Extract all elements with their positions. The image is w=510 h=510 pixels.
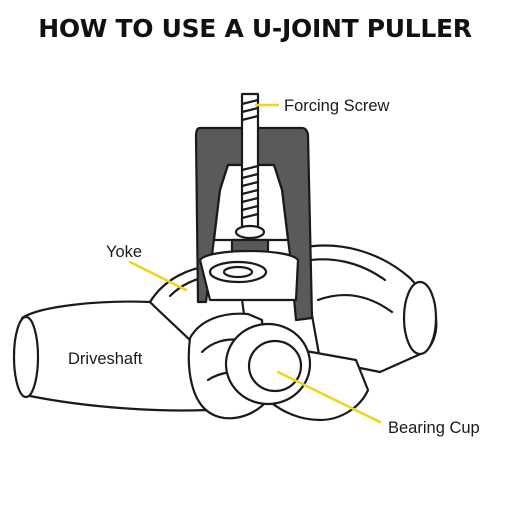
- puller-shoe: [200, 251, 298, 300]
- bearing-cup: [226, 324, 310, 404]
- label-yoke: Yoke: [106, 243, 142, 261]
- label-forcing-screw: Forcing Screw: [284, 97, 390, 115]
- label-bearing-cup: Bearing Cup: [388, 419, 480, 437]
- label-driveshaft: Driveshaft: [68, 350, 143, 368]
